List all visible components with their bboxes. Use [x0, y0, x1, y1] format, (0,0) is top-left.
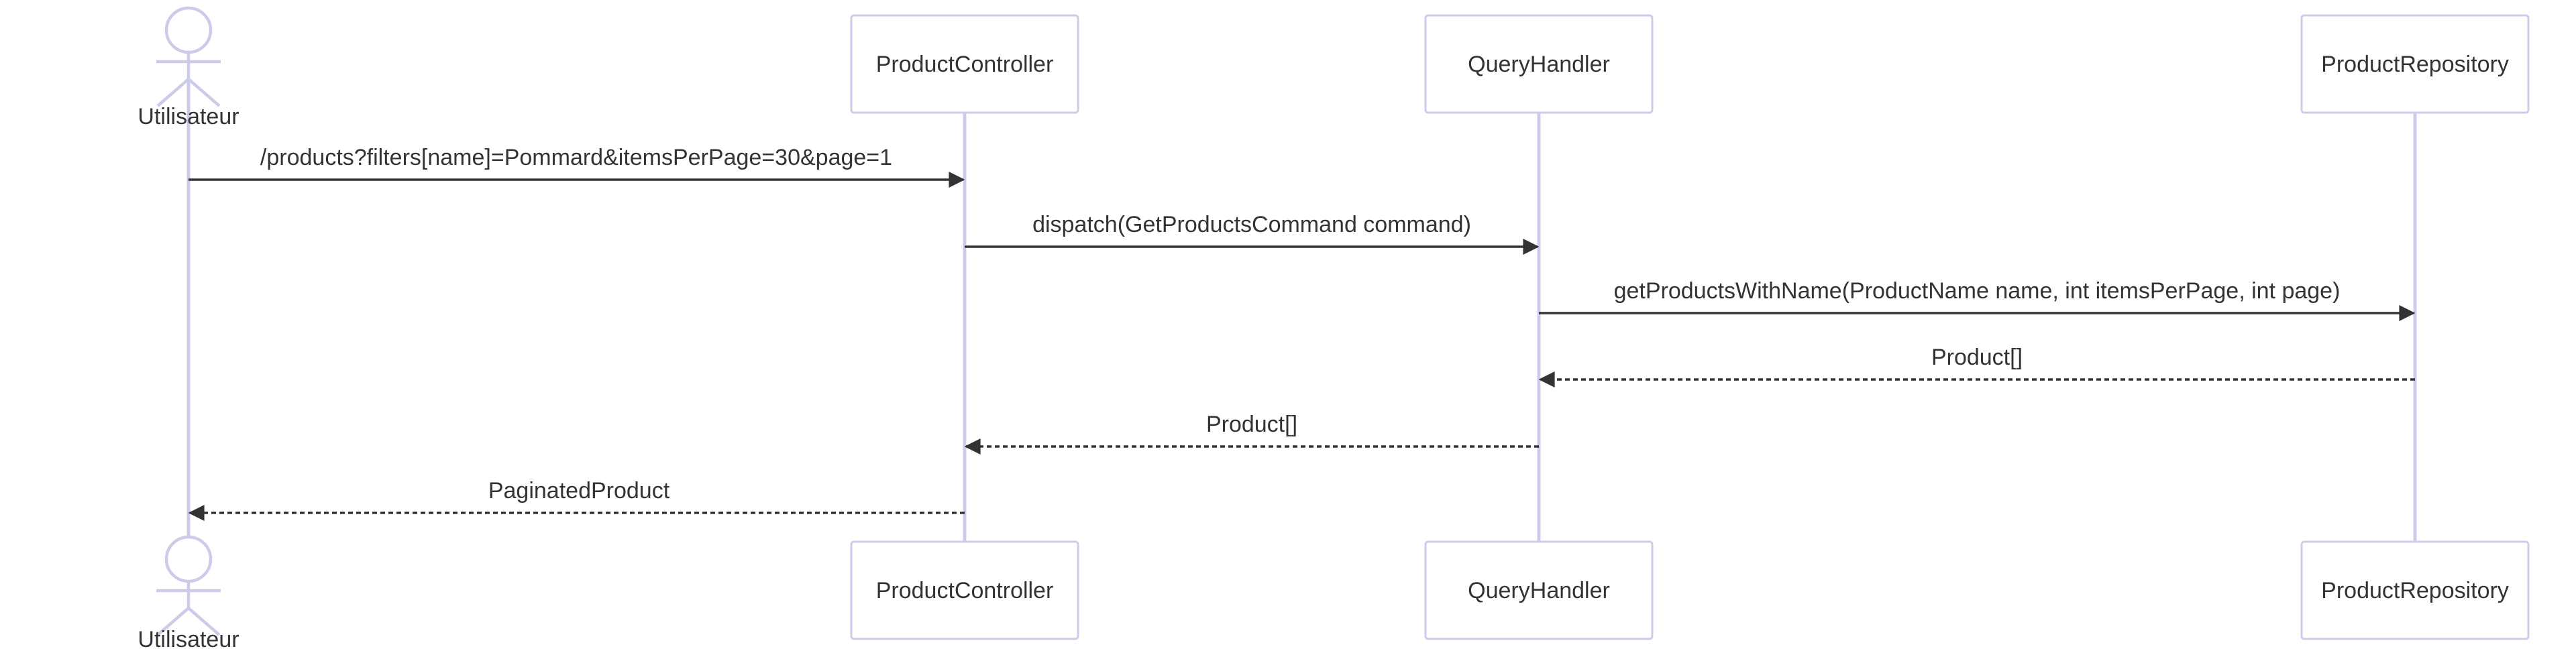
message-1[interactable]: /products?filters[name]=Pommard&itemsPer… [189, 145, 965, 188]
participant-box [2300, 14, 2530, 114]
message-4[interactable]: Product[] [1538, 345, 2415, 388]
participants-bottom: Utilisateur ProductController QueryHandl… [138, 535, 2530, 651]
message-label: Product[] [1931, 345, 2023, 370]
actor-figure-icon [156, 535, 221, 636]
actor-figure-icon [156, 6, 221, 107]
participant-controller-bottom[interactable]: ProductController [850, 540, 1079, 640]
message-6[interactable]: PaginatedProduct [188, 478, 965, 521]
participant-box [850, 540, 1079, 640]
participant-box [1424, 14, 1654, 114]
participant-repository-bottom[interactable]: ProductRepository [2300, 540, 2530, 640]
participant-label-repository-top: ProductRepository [2321, 52, 2509, 77]
participant-repository-top[interactable]: ProductRepository [2300, 14, 2530, 114]
message-label: getProductsWithName(ProductName name, in… [1614, 278, 2341, 304]
participant-label-handler-top: QueryHandler [1468, 52, 1610, 77]
actor-user-top[interactable]: Utilisateur [138, 6, 239, 129]
participant-label-controller-top: ProductController [876, 52, 1054, 77]
actor-user-bottom[interactable]: Utilisateur [138, 535, 239, 651]
participant-label-handler-bottom: QueryHandler [1468, 578, 1610, 603]
participant-box [1424, 540, 1654, 640]
message-label: PaginatedProduct [488, 478, 670, 504]
messages: /products?filters[name]=Pommard&itemsPer… [188, 145, 2416, 521]
participant-controller-top[interactable]: ProductController [850, 14, 1079, 114]
participant-handler-top[interactable]: QueryHandler [1424, 14, 1654, 114]
message-label: Product[] [1206, 412, 1297, 437]
message-label: dispatch(GetProductsCommand command) [1032, 212, 1471, 237]
participant-label-user-top: Utilisateur [138, 104, 239, 129]
participant-label-user-bottom: Utilisateur [138, 627, 239, 651]
participant-handler-bottom[interactable]: QueryHandler [1424, 540, 1654, 640]
message-3[interactable]: getProductsWithName(ProductName name, in… [1539, 278, 2416, 321]
message-2[interactable]: dispatch(GetProductsCommand command) [965, 212, 1540, 255]
participant-label-repository-bottom: ProductRepository [2321, 578, 2509, 603]
participant-box [2300, 540, 2530, 640]
participant-label-controller-bottom: ProductController [876, 578, 1054, 603]
participants-top: Utilisateur ProductController QueryHandl… [138, 6, 2530, 129]
participant-box [850, 14, 1079, 114]
message-5[interactable]: Product[] [964, 412, 1539, 455]
message-label: /products?filters[name]=Pommard&itemsPer… [260, 145, 892, 170]
